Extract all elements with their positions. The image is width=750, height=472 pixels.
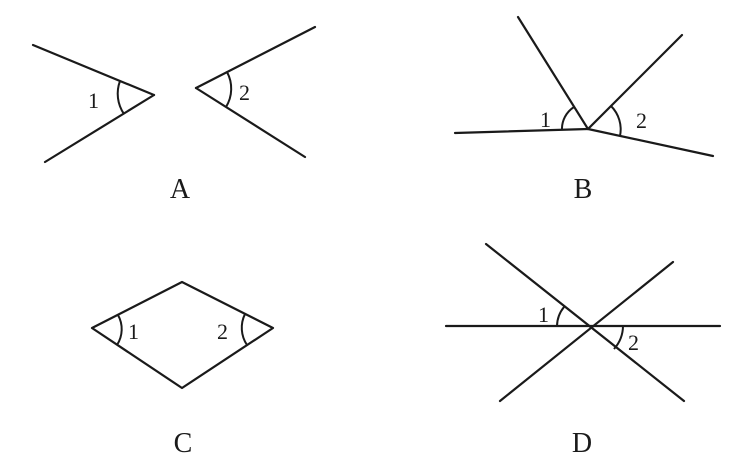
panel-a-angle2-arc: [225, 71, 233, 108]
panel-b-angle1-arc: [560, 106, 575, 131]
panel-a: 1 2 A: [31, 25, 317, 205]
panel-a-angle1-label: 1: [88, 88, 99, 113]
panel-c: 1 2 C: [90, 280, 275, 459]
panel-b-left-base-ray: [453, 127, 590, 135]
panel-b-left-slanted-ray: [516, 15, 590, 131]
panel-c-angle1-label: 1: [128, 319, 139, 344]
panel-b-angle2-arc: [610, 105, 622, 137]
panel-a-angle1-arc: [116, 80, 125, 115]
panel-d-angle2-label: 2: [628, 330, 639, 355]
panel-c-rhombus: [90, 280, 275, 390]
panel-b-angle2-label: 2: [636, 108, 647, 133]
panel-c-angle1-arc: [116, 314, 123, 346]
panel-a-label: A: [170, 174, 191, 205]
panel-a-left-upper-ray: [31, 43, 156, 97]
panel-a-right-upper-ray: [194, 25, 317, 90]
panel-d-angle2-arc: [613, 325, 624, 350]
panel-b: 1 2 B: [453, 15, 715, 205]
panel-a-left-lower-ray: [43, 93, 156, 164]
panel-c-label: C: [174, 428, 193, 459]
panel-b-right-slanted-ray: [586, 33, 684, 131]
panel-a-angle2-label: 2: [239, 80, 250, 105]
panel-a-right-lower-ray: [194, 86, 307, 159]
panel-b-label: B: [574, 174, 593, 205]
panel-d-label: D: [572, 428, 592, 459]
panel-c-angle2-label: 2: [217, 319, 228, 344]
panel-d-angle1-arc: [556, 306, 565, 327]
panel-b-right-base-ray: [586, 127, 715, 158]
panel-d: 1 2 D: [444, 242, 722, 459]
panel-c-angle2-arc: [240, 313, 248, 346]
panel-d-diagonal-line-2: [498, 260, 675, 403]
panel-b-angle1-label: 1: [540, 107, 551, 132]
panel-d-angle1-label: 1: [538, 302, 549, 327]
panel-d-diagonal-line-1: [484, 242, 686, 403]
